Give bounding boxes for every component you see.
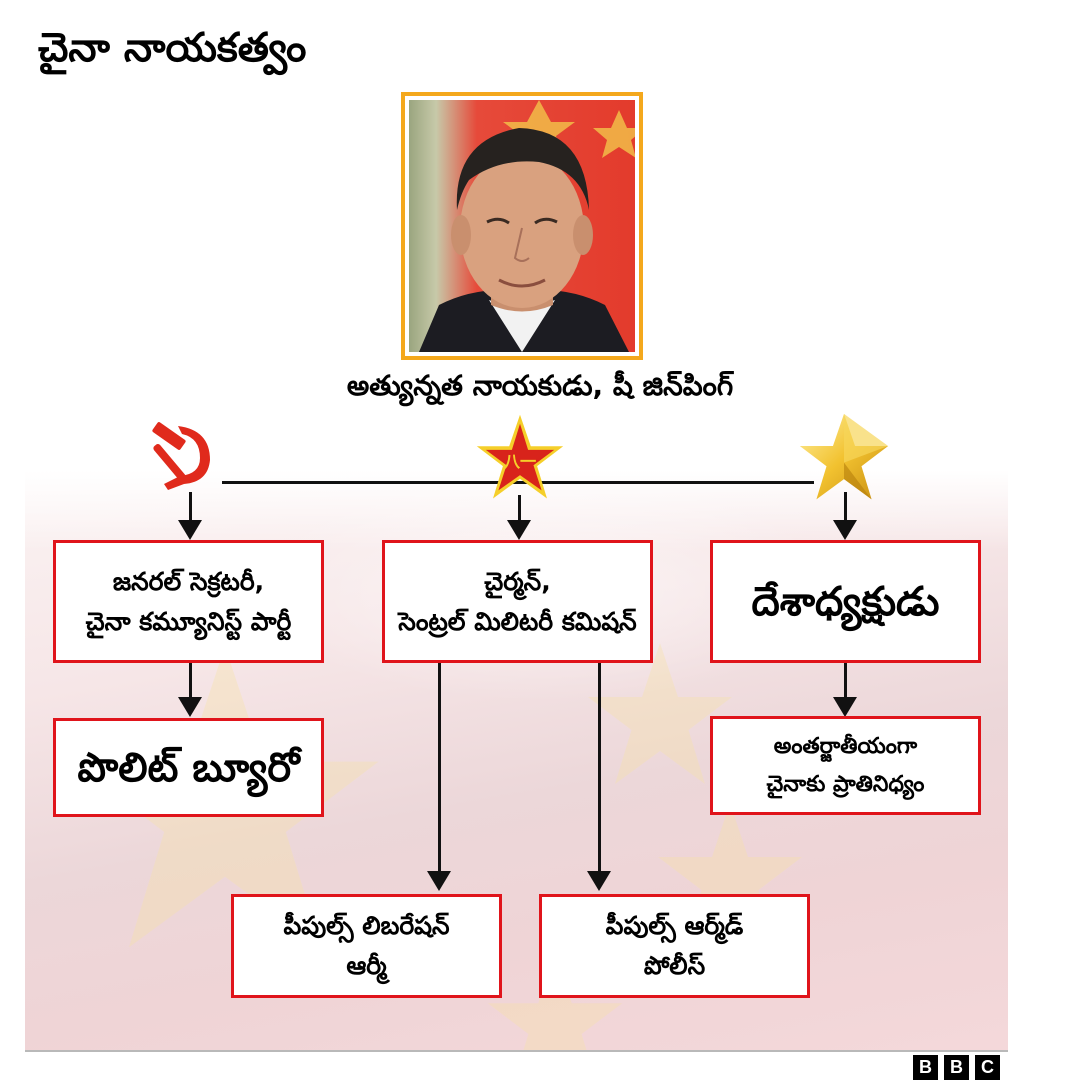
- svg-text:八一: 八一: [504, 452, 536, 471]
- box-line: చైర్మన్,: [484, 566, 551, 596]
- arrowhead-politburo: [178, 697, 202, 717]
- box-line: పోలీస్: [643, 951, 706, 980]
- connector-top-horizontal: [222, 481, 814, 484]
- arrowhead-party: [178, 520, 202, 540]
- box-line: దేశాధ్యక్షుడు: [751, 578, 940, 625]
- page-title: చైనా నాయకత్వం: [38, 25, 307, 71]
- connector-to-pla: [438, 663, 441, 873]
- box-line: ఆర్మీ: [346, 951, 387, 980]
- arrowhead-pap: [587, 871, 611, 891]
- box-line: చైనా కమ్యూనిస్ట్ పార్టీ: [85, 606, 292, 636]
- bbc-logo: B B C: [913, 1055, 1000, 1080]
- flag-star-bg-icon: [588, 643, 732, 784]
- leader-caption: అత్యున్నత నాయకుడు, షీ జిన్‌పింగ్: [346, 369, 734, 402]
- arrowhead-military: [507, 520, 531, 540]
- leader-portrait: [401, 92, 643, 360]
- connector-state-down: [844, 492, 847, 522]
- bbc-logo-letter: C: [975, 1055, 1000, 1080]
- portrait-illustration: [419, 100, 635, 352]
- connector-to-intl-rep: [844, 663, 847, 698]
- box-line: పీపుల్స్ ఆర్మ్‌డ్: [605, 911, 744, 940]
- box-international-representation: అంతర్జాతీయంగా చైనాకు ప్రాతినిధ్యం: [710, 716, 981, 815]
- portrait-image: [409, 100, 635, 352]
- box-president: దేశాధ్యక్షుడు: [710, 540, 981, 663]
- bbc-logo-letter: B: [913, 1055, 938, 1080]
- bbc-logo-letter: B: [944, 1055, 969, 1080]
- hammer-sickle-icon: [152, 422, 210, 490]
- box-line: జనరల్ సెక్రటరీ,: [112, 566, 265, 596]
- box-line: సెంట్రల్ మిలిటరీ కమిషన్: [398, 606, 637, 636]
- connector-military-down: [518, 495, 521, 522]
- connector-party-down: [189, 492, 192, 522]
- gold-star-icon: [799, 413, 889, 500]
- pla-star-emblem-icon: 八一: [476, 414, 564, 499]
- box-chairman-cmc: చైర్మన్, సెంట్రల్ మిలిటరీ కమిషన్: [382, 540, 653, 663]
- arrowhead-pla: [427, 871, 451, 891]
- flag-star-bg-icon: [487, 952, 623, 1050]
- arrowhead-intl-rep: [833, 697, 857, 717]
- flag-star-bg-icon: [658, 803, 802, 944]
- box-general-secretary: జనరల్ సెక్రటరీ, చైనా కమ్యూనిస్ట్ పార్టీ: [53, 540, 324, 663]
- connector-to-pap: [598, 663, 601, 873]
- box-line: పొలిట్ బ్యూరో: [77, 744, 300, 791]
- connector-to-politburo: [189, 663, 192, 698]
- box-line: చైనాకు ప్రాతినిధ్యం: [766, 771, 925, 797]
- box-line: పీపుల్స్ లిబరేషన్: [283, 911, 450, 940]
- box-line: అంతర్జాతీయంగా: [773, 733, 918, 759]
- arrowhead-state: [833, 520, 857, 540]
- box-peoples-armed-police: పీపుల్స్ ఆర్మ్‌డ్ పోలీస్: [539, 894, 810, 998]
- box-peoples-liberation-army: పీపుల్స్ లిబరేషన్ ఆర్మీ: [231, 894, 502, 998]
- box-politburo: పొలిట్ బ్యూరో: [53, 718, 324, 817]
